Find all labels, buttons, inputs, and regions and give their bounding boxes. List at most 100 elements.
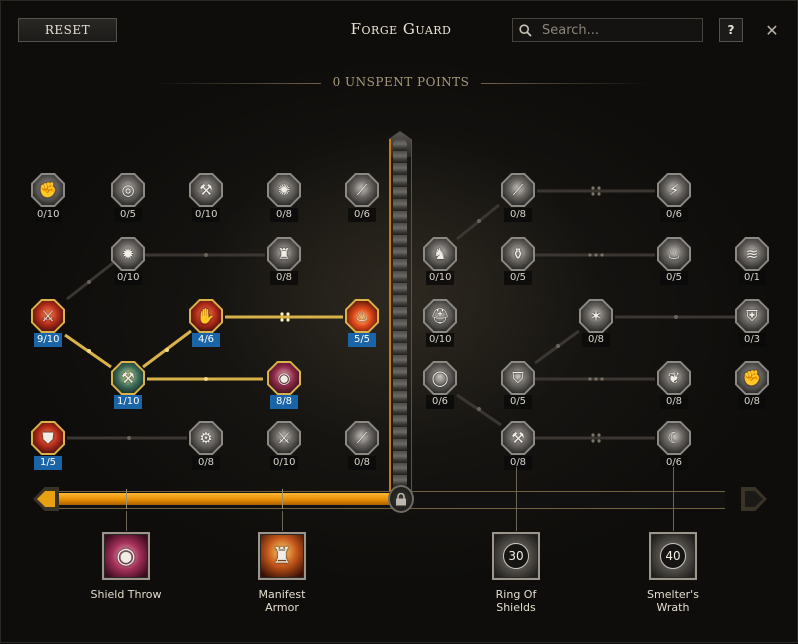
- reward-label-ring-of-shields: Ring Of Shields: [495, 588, 537, 614]
- shield-throw-icon: ◉: [116, 543, 136, 569]
- node-l9[interactable]: ✋: [189, 299, 223, 333]
- node-l6[interactable]: ✹: [111, 237, 145, 271]
- gear-icon: ⚙: [199, 429, 213, 447]
- node-l14[interactable]: ⚙: [189, 421, 223, 455]
- node-r8[interactable]: ✶: [579, 299, 613, 333]
- node-r6[interactable]: ≋: [735, 237, 769, 271]
- kite-shield-icon: ⛊: [42, 429, 54, 447]
- node-l5-count: 0/6: [348, 208, 376, 222]
- node-l14-count: 0/8: [192, 456, 220, 470]
- divider-right: [481, 83, 651, 84]
- knight-icon: ♞: [433, 245, 447, 263]
- forge-hammer-icon: ⚒: [121, 369, 135, 387]
- node-l16-count: 0/8: [348, 456, 376, 470]
- node-l3-count: 0/10: [192, 208, 221, 222]
- node-r5[interactable]: ♨: [657, 237, 691, 271]
- reward-marker-2: [282, 489, 283, 509]
- node-l7-count: 0/8: [270, 271, 298, 285]
- reward-label-shield-throw: Shield Throw: [90, 588, 162, 601]
- node-l13[interactable]: ⛊: [31, 421, 65, 455]
- lock-icon: [388, 485, 414, 513]
- node-r2[interactable]: ⚡: [657, 173, 691, 207]
- ring-icon: ◯: [431, 369, 449, 387]
- node-r15-count: 0/6: [660, 456, 688, 470]
- reward-stem-1: [126, 511, 127, 531]
- node-l3[interactable]: ⚒: [189, 173, 223, 207]
- node-r8-count: 0/8: [582, 333, 610, 347]
- progress-divider-right: [411, 139, 412, 494]
- armor-icon: ⛨: [746, 307, 758, 325]
- node-r12[interactable]: ❦: [657, 361, 691, 395]
- node-l13-count: 1/5: [34, 456, 62, 470]
- node-r7[interactable]: ⛑: [423, 299, 457, 333]
- reward-stem-2: [282, 511, 283, 531]
- node-r10[interactable]: ◯: [423, 361, 457, 395]
- search-input[interactable]: [540, 21, 694, 39]
- node-r14[interactable]: ⚒: [501, 421, 535, 455]
- node-l15-count: 0/10: [270, 456, 299, 470]
- burst-icon: ✺: [277, 181, 291, 199]
- reward-ring-of-shields[interactable]: 30: [492, 532, 540, 580]
- close-icon[interactable]: ✕: [765, 20, 779, 40]
- node-l12-count: 8/8: [270, 395, 298, 409]
- reward-stem-4: [673, 467, 674, 531]
- reward-smelters-wrath[interactable]: 40: [649, 532, 697, 580]
- node-l5[interactable]: ⟋: [345, 173, 379, 207]
- node-l11[interactable]: ⚒: [111, 361, 145, 395]
- node-r9-count: 0/3: [738, 333, 766, 347]
- progress-fill: [45, 493, 392, 505]
- node-r11[interactable]: ⛉: [501, 361, 535, 395]
- node-l10-count: 5/5: [348, 333, 376, 347]
- node-r4[interactable]: ⚱: [501, 237, 535, 271]
- node-r1-count: 0/8: [504, 208, 532, 222]
- node-r1[interactable]: ⟋: [501, 173, 535, 207]
- center-chain: [393, 139, 407, 499]
- hammer-icon: ⚒: [199, 181, 213, 199]
- node-r13[interactable]: ✊: [735, 361, 769, 395]
- flame-icon: ♨: [355, 307, 369, 325]
- search-box[interactable]: [512, 18, 703, 42]
- node-r13-count: 0/8: [738, 395, 766, 409]
- crescent-icon: ☾: [667, 429, 681, 447]
- node-r3[interactable]: ♞: [423, 237, 457, 271]
- node-l16[interactable]: ⟋: [345, 421, 379, 455]
- unspent-points: 0 UNSPENT POINTS: [332, 75, 470, 89]
- node-r9[interactable]: ⛨: [735, 299, 769, 333]
- node-l9-count: 4/6: [192, 333, 220, 347]
- node-l2-count: 0/5: [114, 208, 142, 222]
- swirl-icon: ◎: [121, 181, 135, 199]
- node-l2[interactable]: ◎: [111, 173, 145, 207]
- blade-icon: ⟋: [356, 429, 368, 447]
- reward-manifest-armor[interactable]: ♜: [258, 532, 306, 580]
- node-l11-count: 1/10: [114, 395, 143, 409]
- node-r2-count: 0/6: [660, 208, 688, 222]
- node-r14-count: 0/8: [504, 456, 532, 470]
- reset-button[interactable]: RESET: [18, 18, 117, 42]
- node-l8[interactable]: ⚔: [31, 299, 65, 333]
- progress-divider-left: [389, 139, 391, 494]
- help-button[interactable]: ?: [719, 18, 743, 42]
- page-title: Forge Guard: [350, 20, 452, 38]
- manifest-armor-icon: ♜: [272, 543, 292, 569]
- reward-level-ring-of-shields: 30: [503, 543, 529, 569]
- node-l1[interactable]: ✊: [31, 173, 65, 207]
- crest-icon: ⛉: [512, 369, 524, 387]
- node-l12[interactable]: ◉: [267, 361, 301, 395]
- node-r5-count: 0/5: [660, 271, 688, 285]
- reward-level-smelters-wrath: 40: [660, 543, 686, 569]
- node-r15[interactable]: ☾: [657, 421, 691, 455]
- crossed-swords-icon: ⚔: [41, 307, 55, 325]
- node-l10[interactable]: ♨: [345, 299, 379, 333]
- node-l4[interactable]: ✺: [267, 173, 301, 207]
- node-l7[interactable]: ♜: [267, 237, 301, 271]
- node-l15[interactable]: ⚔: [267, 421, 301, 455]
- spire-icon: ♜: [277, 245, 291, 263]
- mallet-icon: ⚒: [511, 429, 525, 447]
- node-l6-count: 0/10: [114, 271, 143, 285]
- grip-icon: ✊: [742, 369, 762, 387]
- ring-of-shields-icon: 30: [495, 535, 537, 577]
- reward-shield-throw[interactable]: ◉: [102, 532, 150, 580]
- reward-label-smelters-wrath: Smelter's Wrath: [647, 588, 699, 614]
- node-l1-count: 0/10: [34, 208, 63, 222]
